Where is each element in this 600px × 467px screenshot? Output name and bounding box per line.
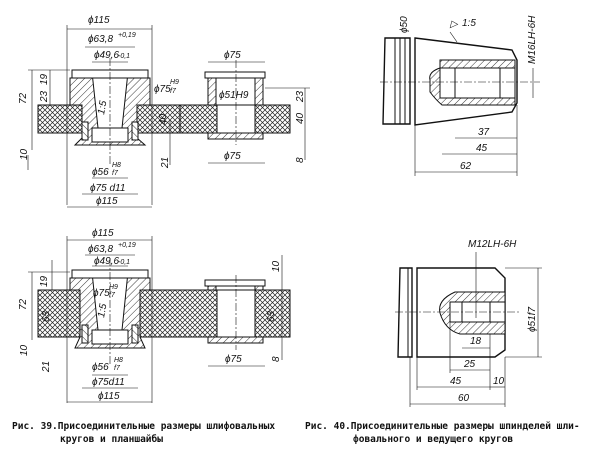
dim-h21: 21 [41, 361, 52, 373]
dim-d63-8: ϕ63,8 [88, 34, 113, 45]
dim-h72: 72 [18, 298, 29, 310]
fit-h8: H8 [112, 162, 121, 169]
dim-d63-8: ϕ63,8 [88, 244, 113, 255]
fit-h9: H9 [109, 284, 118, 291]
thread-m16: M16LH-6H [527, 15, 538, 64]
dim-d49-6-tol: -0,1 [118, 259, 130, 266]
dim-d115-top: ϕ115 [88, 15, 110, 26]
dim-h72: 72 [18, 92, 29, 104]
fit-h9: H9 [170, 79, 179, 86]
dim-h19: 19 [39, 275, 50, 287]
caption-line-1: Присоединительные размеры шпинделей шли- [350, 421, 580, 432]
dim-right-d75: ϕ75 [225, 354, 242, 365]
caption-line-1: Присоединительные размеры шлифовальных [57, 421, 276, 432]
thread-m12: M12LH-6H [468, 239, 517, 250]
dim-l37: 37 [478, 127, 490, 138]
fit-f7b: f7 [114, 365, 121, 372]
dim-l60: 60 [458, 393, 470, 404]
dim-l45: 45 [450, 376, 462, 387]
dim-d75-fit: ϕ75 [93, 288, 110, 299]
dim-h19: 19 [39, 73, 50, 85]
fit-f7b: f7 [112, 170, 119, 177]
dim-h10: 10 [19, 344, 30, 356]
fit-h8: H8 [114, 357, 123, 364]
dim-d49-6-tol: -0,1 [118, 53, 130, 60]
dim-d63-8-tol: +0,19 [118, 242, 136, 249]
dim-d50: ϕ50 [399, 16, 410, 33]
dim-d56: ϕ56 [92, 362, 109, 373]
dim-d115-bottom: ϕ115 [96, 196, 118, 207]
fig40-bottom-spindle: M12LH-6H ϕ51f7 18 25 45 10 60 [395, 239, 542, 407]
dim-d63-8-tol: +0,19 [118, 32, 136, 39]
caption-line-2: фовального и ведущего кругов [353, 434, 514, 445]
taper-label: 1:5 [462, 18, 476, 29]
dim-right-h40: 40 [295, 112, 306, 124]
taper-label: 1:5 [96, 99, 109, 115]
dim-d75-d11: ϕ75d11 [92, 377, 125, 388]
dim-h10: 10 [19, 148, 30, 160]
fig39-bottom-drawing: ϕ115 ϕ63,8 +0,19 ϕ49,6 -0,1 72 19 63 ϕ75… [18, 228, 291, 403]
dim-h23: 23 [39, 90, 50, 103]
dim-d49-6: ϕ49,6 [94, 256, 119, 267]
fit-f7: f7 [170, 88, 177, 95]
dim-right-h8: 8 [271, 356, 282, 362]
caption-line-2: кругов и планшайбы [60, 434, 163, 445]
dim-d49-6: ϕ49,6 [94, 50, 119, 61]
dim-d75-d11: ϕ75 d11 [90, 183, 125, 194]
dim-right-d75-top: ϕ75 [224, 50, 241, 61]
fig39-top-drawing: ϕ115 ϕ63,8 +0,19 ϕ49,6 -0,1 72 19 23 ϕ75… [18, 15, 310, 208]
dim-h40: 40 [158, 113, 169, 125]
dim-l18: 18 [470, 336, 482, 347]
dim-h21: 21 [160, 157, 171, 169]
dim-l62: 62 [460, 161, 472, 172]
dim-right-h8: 8 [295, 157, 306, 163]
dim-d75-fit: ϕ75 [154, 84, 171, 95]
caption-number: Рис. 39. [12, 421, 58, 432]
dim-h63: 63 [41, 310, 52, 322]
dim-right-d51: ϕ51H9 [219, 90, 249, 101]
dim-d51f7: ϕ51f7 [527, 307, 538, 332]
dim-l10: 10 [493, 376, 505, 387]
figure-40-caption: Рис. 40.Присоединительные размеры шпинде… [305, 420, 595, 446]
dim-right-h23: 23 [295, 90, 306, 103]
fig40-top-spindle: ϕ50 ▷ 1:5 M16LH-6H 37 45 62 [380, 15, 540, 176]
dim-right-h10: 10 [271, 260, 282, 272]
dim-l45: 45 [476, 143, 488, 154]
dim-right-d75-bottom: ϕ75 [224, 151, 241, 162]
dim-l25: 25 [463, 359, 476, 370]
fit-f7: f7 [109, 292, 116, 299]
figure-39-caption: Рис. 39.Присоединительные размеры шлифов… [12, 420, 297, 446]
dim-d56: ϕ56 [92, 167, 109, 178]
taper-label: 1:5 [96, 302, 109, 318]
dim-d115-top: ϕ115 [92, 228, 114, 239]
dim-right-h63: 63 [266, 310, 277, 322]
caption-number: Рис. 40. [305, 421, 351, 432]
taper-symbol-icon: ▷ [449, 19, 459, 30]
dim-d115-bottom: ϕ115 [98, 391, 120, 402]
